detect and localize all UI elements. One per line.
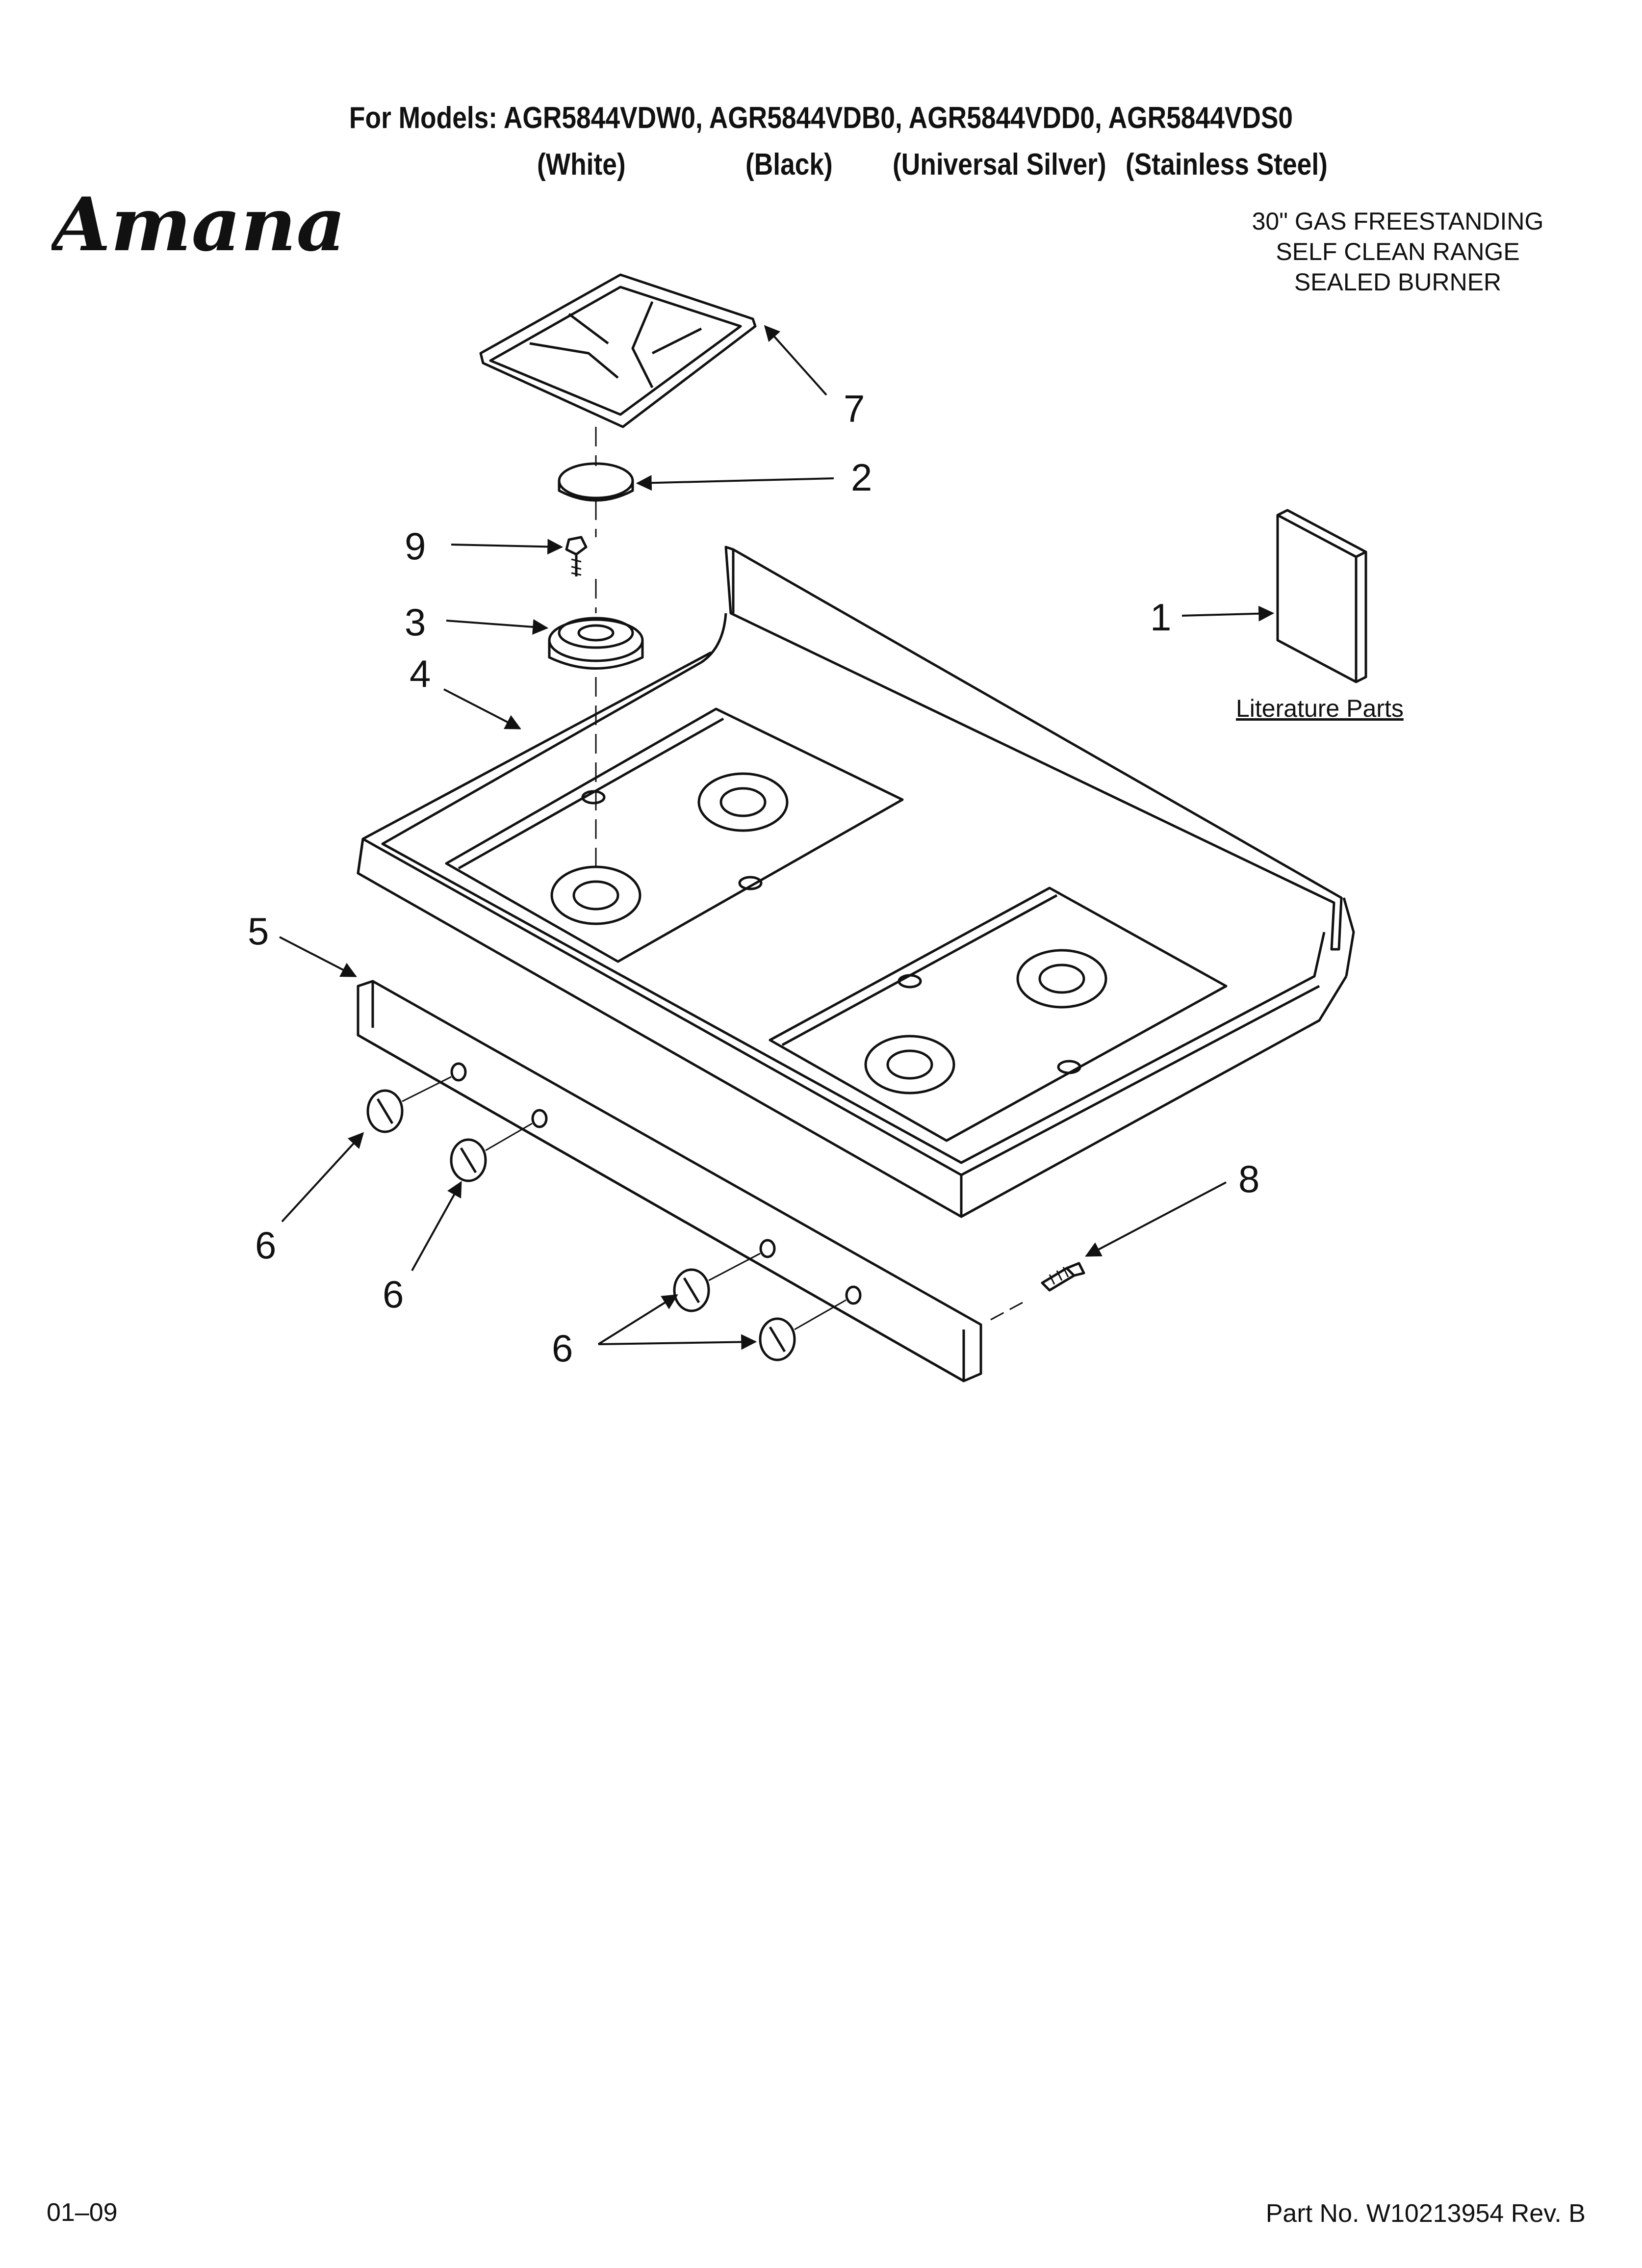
control-knobs — [366, 1076, 847, 1361]
part-number: Part No. W10213954 Rev. B — [1265, 2199, 1586, 2228]
callout-2: 2 — [851, 456, 872, 499]
literature-parts-booklet — [1276, 509, 1367, 683]
panel-screw — [1041, 1262, 1085, 1292]
description-line-1: 30" GAS FREESTANDING — [1252, 208, 1544, 235]
date-code: 01–09 — [47, 2198, 118, 2227]
burner-screw — [565, 536, 588, 576]
burner-cap — [558, 462, 634, 502]
logo-text: Amana — [51, 182, 346, 265]
callout-1: 1 — [1150, 596, 1171, 639]
description-line-3: SEALED BURNER — [1294, 268, 1502, 296]
callout-4: 4 — [410, 652, 431, 695]
callout-6b: 6 — [383, 1273, 404, 1316]
callout-6c: 6 — [552, 1327, 573, 1370]
burner-grate — [479, 273, 757, 428]
product-description: 30" GAS FREESTANDING SELF CLEAN RANGE SE… — [1211, 206, 1584, 297]
models-title: For Models: AGR5844VDW0, AGR5844VDB0, AG… — [349, 101, 1293, 135]
callout-3: 3 — [405, 600, 426, 644]
amana-logo: Amana — [46, 182, 351, 268]
variant-black: (Black) — [745, 148, 833, 182]
variant-stainless-steel: (Stainless Steel) — [1126, 148, 1328, 182]
description-line-2: SELF CLEAN RANGE — [1276, 238, 1520, 265]
callout-7: 7 — [844, 387, 865, 430]
callout-9: 9 — [405, 524, 426, 568]
burner-base — [548, 617, 644, 670]
variant-universal-silver: (Universal Silver) — [893, 148, 1106, 182]
leader-lines — [279, 325, 1275, 1350]
cooktop-main-top — [357, 546, 1355, 1218]
manifold-panel — [357, 980, 982, 1382]
variant-white: (White) — [537, 148, 626, 182]
callout-8: 8 — [1238, 1157, 1259, 1200]
callout-5: 5 — [248, 910, 269, 953]
callout-6a: 6 — [255, 1224, 276, 1267]
literature-parts-label: Literature Parts — [1236, 695, 1404, 722]
